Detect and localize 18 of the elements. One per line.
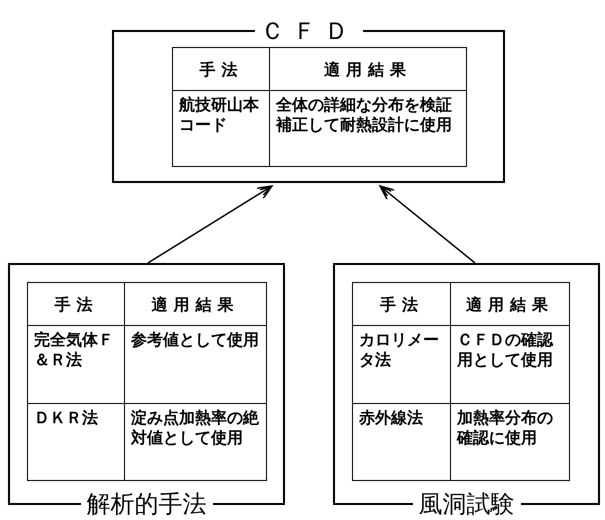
table-cell: カロリメータ法 bbox=[352, 325, 452, 405]
group-title: 解析的手法 bbox=[80, 492, 212, 516]
group-title: 風洞試験 bbox=[412, 492, 520, 516]
table-cell: 淀み点加熱率の絶対値として使用 bbox=[124, 403, 267, 481]
table-cell: 参考値として使用 bbox=[124, 325, 267, 405]
table-cell: 全体の詳細な分布を検証補正して耐熱設計に使用 bbox=[269, 90, 467, 167]
table-header-cell: 手法 bbox=[27, 282, 126, 327]
table-cell: ＤＫＲ法 bbox=[27, 403, 126, 481]
table-header-cell: 適用結果 bbox=[124, 282, 267, 327]
table-cell: 赤外線法 bbox=[352, 403, 452, 481]
table-cell: ＣＦＤの確認用として使用 bbox=[450, 325, 570, 405]
table-header-cell: 適用結果 bbox=[269, 47, 467, 92]
table-cell: 完全気体Ｆ＆Ｒ法 bbox=[27, 325, 126, 405]
table-header-cell: 手法 bbox=[172, 47, 271, 92]
table-header-cell: 手法 bbox=[352, 282, 452, 327]
table-cell: 加熱率分布の確認に使用 bbox=[450, 403, 570, 481]
table-header-cell: 適用結果 bbox=[450, 282, 570, 327]
table-cell: 航技研山本コード bbox=[172, 90, 271, 167]
